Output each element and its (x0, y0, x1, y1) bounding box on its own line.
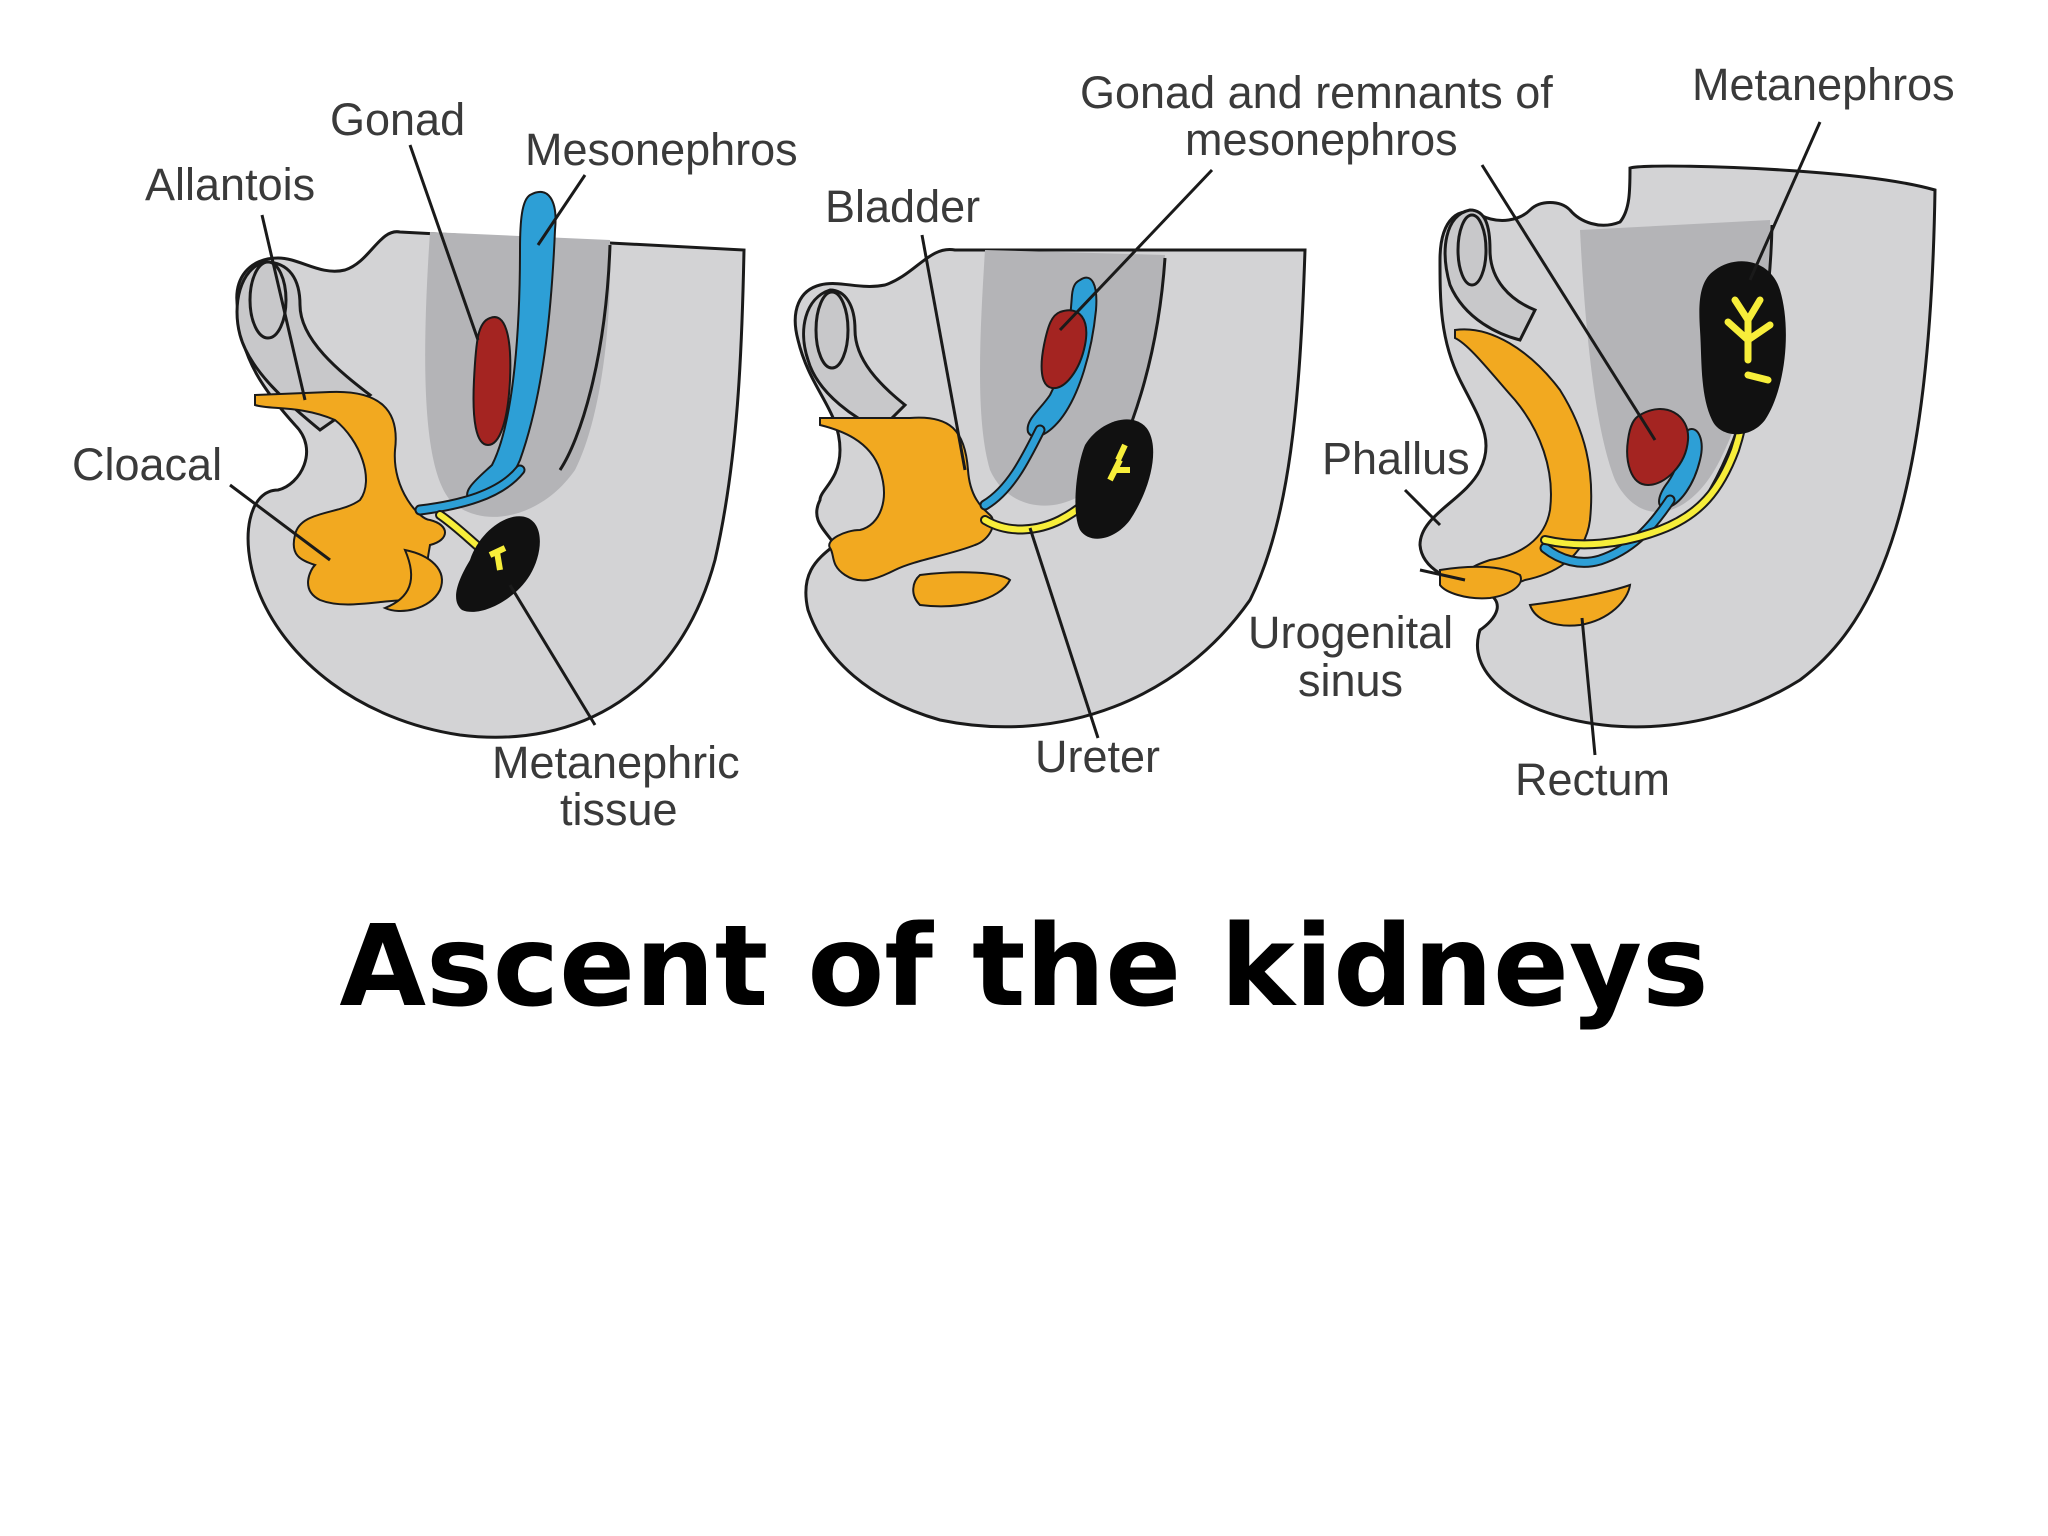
label-urogenital-sinus-line2: sinus (1298, 655, 1403, 706)
leader-allantois (260, 214, 307, 401)
stage-1-gonad (472, 316, 512, 447)
leader-lines (229, 121, 1822, 756)
diagram-labels: Allantois Gonad Mesonephros Cloacal Meta… (72, 59, 1955, 835)
stage-2-bladder (819, 416, 995, 582)
slide-title: Ascent of the kidneys (339, 902, 1709, 1032)
leader-ureter (1028, 527, 1100, 739)
label-metanephros: Metanephros (1692, 59, 1955, 110)
leader-metanephric-tissue (508, 584, 597, 726)
stage-3-collecting-branches (1724, 296, 1774, 384)
leader-urogenital-sinus (1419, 568, 1466, 582)
label-mesonephros: Mesonephros (525, 124, 798, 175)
label-metanephric-tissue-line1: Metanephric (492, 737, 740, 788)
label-rectum: Rectum (1515, 754, 1670, 805)
label-gonad: Gonad (330, 94, 465, 145)
stage-3-urogenital-sinus (1439, 565, 1522, 600)
stage-2-gonad (1040, 309, 1088, 390)
label-metanephric-tissue-line2: tissue (560, 784, 678, 835)
stage-2-tube-opening (814, 290, 850, 370)
stage-1-bud-branch (488, 545, 507, 571)
label-urogenital-sinus-line1: Urogenital (1248, 607, 1453, 658)
leader-phallus (1403, 488, 1442, 527)
leader-gonad-remnants (1058, 168, 1214, 332)
stage-1-cavity-edge (558, 244, 612, 471)
stage-2-embryo (793, 247, 1307, 729)
stage-1-mesonephric-duct (416, 466, 524, 514)
stage-3-mesonephric-duct (1541, 496, 1674, 566)
stage-3-tube-opening (1456, 213, 1488, 287)
stage-1-hindgut (382, 548, 443, 612)
leader-gonad (408, 144, 480, 341)
label-ureter: Ureter (1035, 731, 1160, 782)
label-allantois: Allantois (145, 159, 315, 210)
stage-3-embryo (1418, 164, 1937, 729)
stage-2-mesonephric-duct (981, 426, 1044, 509)
stage-1-cloaca (254, 390, 446, 606)
label-bladder: Bladder (825, 181, 980, 232)
stage-2-rectum (912, 571, 1012, 608)
label-cloacal: Cloacal (72, 439, 222, 490)
kidney-ascent-diagram: Allantois Gonad Mesonephros Cloacal Meta… (72, 59, 1955, 835)
leader-mesonephros (536, 174, 587, 246)
stage-3-gonad (1626, 408, 1690, 487)
leader-bladder (920, 234, 967, 471)
stage-3-metanephros (1699, 261, 1786, 435)
label-gonad-remnants-line1: Gonad and remnants of (1080, 67, 1553, 118)
leader-gonad-remnants-stage-3 (1480, 164, 1657, 441)
leader-metanephros (1748, 121, 1822, 281)
stage-1-embryo (235, 190, 746, 739)
stage-3-rectum (1528, 583, 1632, 627)
stage-2-metanephros (1075, 419, 1154, 539)
label-gonad-remnants-line2: mesonephros (1185, 114, 1458, 165)
label-phallus: Phallus (1322, 433, 1470, 484)
stage-2-collecting-branches (1107, 443, 1130, 482)
leader-rectum (1580, 617, 1597, 756)
leader-cloacal (229, 483, 331, 562)
